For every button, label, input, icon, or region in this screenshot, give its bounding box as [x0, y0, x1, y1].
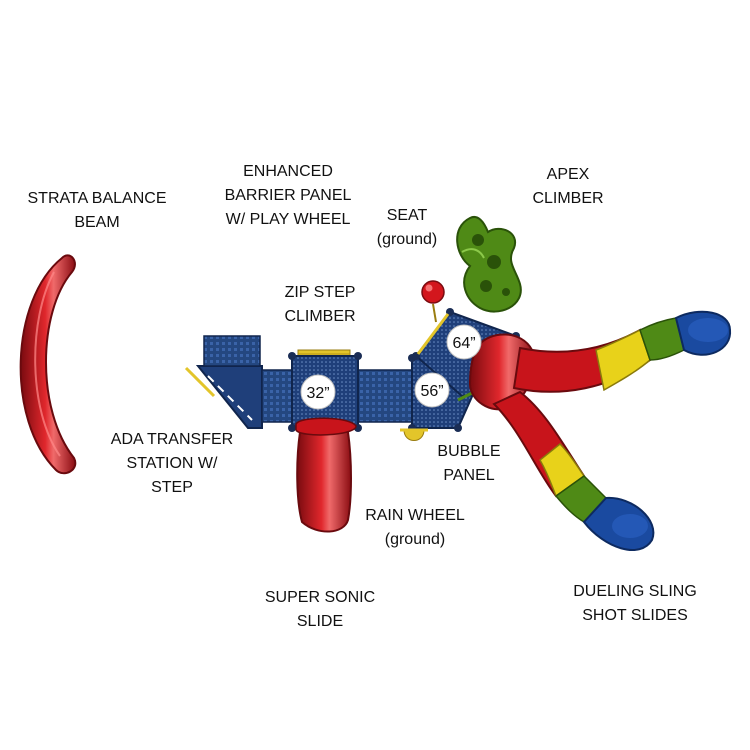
deck-height-64: 64” [446, 324, 482, 360]
bubble-panel [400, 428, 428, 441]
strata-balance-beam [19, 254, 77, 475]
label-rain-wheel: RAIN WHEEL(ground) [365, 507, 465, 548]
svg-text:32”: 32” [306, 385, 329, 402]
super-sonic-slide [295, 417, 357, 533]
deck-height-56: 56” [414, 372, 450, 408]
dueling-sling-shot-slides [468, 310, 732, 551]
label-seat: SEAT(ground) [376, 207, 438, 248]
deck-height-32: 32” [300, 374, 336, 410]
svg-text:56”: 56” [420, 383, 443, 400]
apex-climber [456, 216, 522, 313]
svg-text:64”: 64” [452, 335, 475, 352]
ada-transfer-station [184, 335, 263, 429]
enhanced-barrier-panel [421, 280, 445, 323]
